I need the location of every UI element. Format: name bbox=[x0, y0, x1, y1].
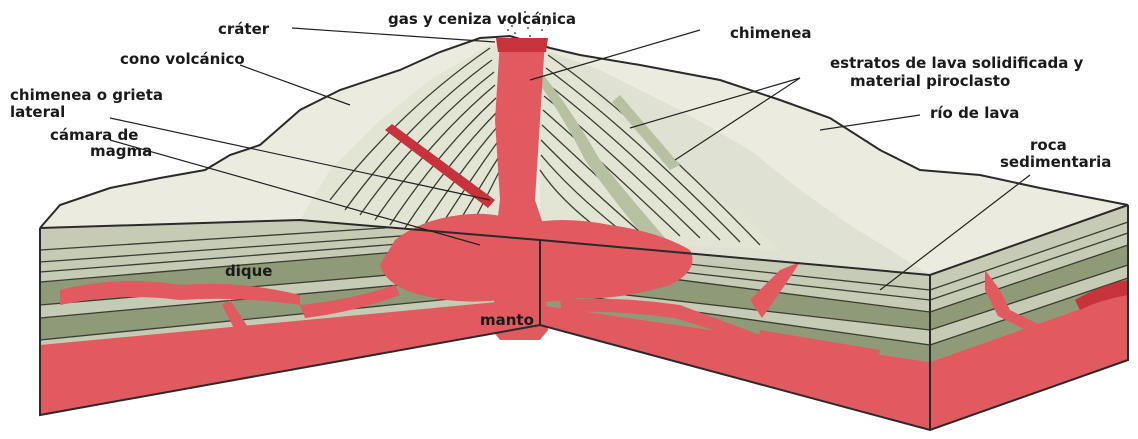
label-gas-ash: gas y ceniza volcánica bbox=[388, 10, 576, 28]
label-dike: dique bbox=[225, 262, 272, 280]
label-lava-river: río de lava bbox=[930, 104, 1019, 122]
label-lateral-vent-line2: lateral bbox=[10, 103, 65, 121]
label-sedimentary-line1: roca bbox=[1030, 136, 1067, 154]
label-strata-line1: estratos de lava solidificada y bbox=[830, 54, 1084, 72]
label-sedimentary-line2: sedimentaria bbox=[1000, 153, 1111, 171]
label-strata-line2: material piroclasto bbox=[850, 72, 1010, 90]
label-volcanic-cone: cono volcánico bbox=[120, 50, 245, 68]
label-chimney: chimenea bbox=[730, 24, 812, 42]
label-chamber-line2: magma bbox=[90, 142, 152, 160]
label-crater: cráter bbox=[218, 20, 270, 38]
label-mantle: manto bbox=[480, 311, 534, 329]
label-lateral-vent-line1: chimenea o grieta bbox=[10, 86, 163, 104]
